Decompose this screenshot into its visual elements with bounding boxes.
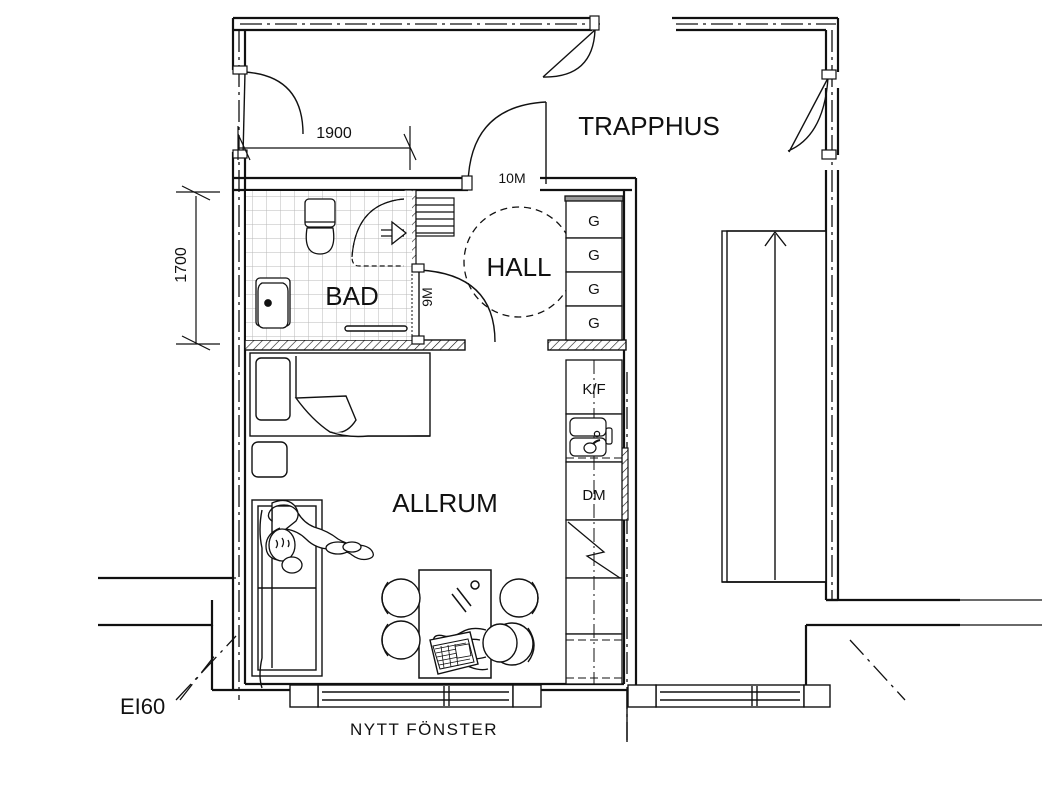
door-trapphus-left	[232, 65, 304, 159]
annotation-nytt-fonster: NYTT FÖNSTER	[350, 720, 498, 739]
washbasin-icon	[255, 277, 291, 329]
cabinet-label-g-2: G	[588, 247, 600, 264]
partition-wall-kitchen	[547, 339, 627, 351]
toilet-icon	[304, 198, 336, 255]
room-label-allrum: ALLRUM	[392, 488, 497, 518]
fridge-label-kf: K/F	[582, 381, 605, 398]
exterior-centerlines	[98, 577, 1042, 701]
shower-enclosure	[351, 198, 405, 267]
door-label-10m: 10M	[498, 170, 525, 186]
staircase-up-icon	[721, 230, 827, 583]
ei60-leader	[175, 635, 237, 701]
window-jambs	[289, 684, 831, 708]
room-label-hall: HALL	[486, 252, 551, 282]
door-bad-9m	[411, 263, 496, 345]
window-right[interactable]	[655, 684, 805, 708]
nightstand-icon	[251, 441, 288, 478]
stove-icon	[567, 521, 621, 579]
annotation-ei60: EI60	[120, 694, 165, 719]
door-entrance-10m	[461, 101, 547, 191]
cabinet-label-g-4: G	[588, 315, 600, 332]
bathroom-shelf	[415, 197, 455, 237]
room-label-bad: BAD	[325, 281, 378, 311]
floor-drain-icon	[344, 325, 408, 332]
cabinet-label-g-1: G	[588, 213, 600, 230]
person-lying-icon	[265, 499, 374, 574]
bed-icon	[249, 352, 431, 438]
cabinet-label-g-3: G	[588, 281, 600, 298]
shower-icon	[381, 220, 408, 246]
window-left[interactable]	[317, 684, 514, 708]
room-label-trapphus: TRAPPHUS	[578, 111, 720, 141]
dimension-label-1900: 1900	[316, 125, 352, 142]
dimension-1700	[176, 185, 220, 351]
dimension-label-1700: 1700	[173, 247, 190, 283]
door-trapphus-right	[787, 69, 837, 160]
door-trapphus-top	[542, 15, 600, 78]
door-label-9m: 9M	[419, 287, 435, 306]
kitchen-sink-icon	[569, 417, 613, 457]
dimension-1900	[237, 126, 417, 170]
dishwasher-label-dm: DM	[582, 487, 605, 504]
partition-wall-bad-allrum	[244, 339, 466, 351]
laptop-icon	[429, 631, 479, 675]
wall-centerlines	[238, 23, 836, 740]
